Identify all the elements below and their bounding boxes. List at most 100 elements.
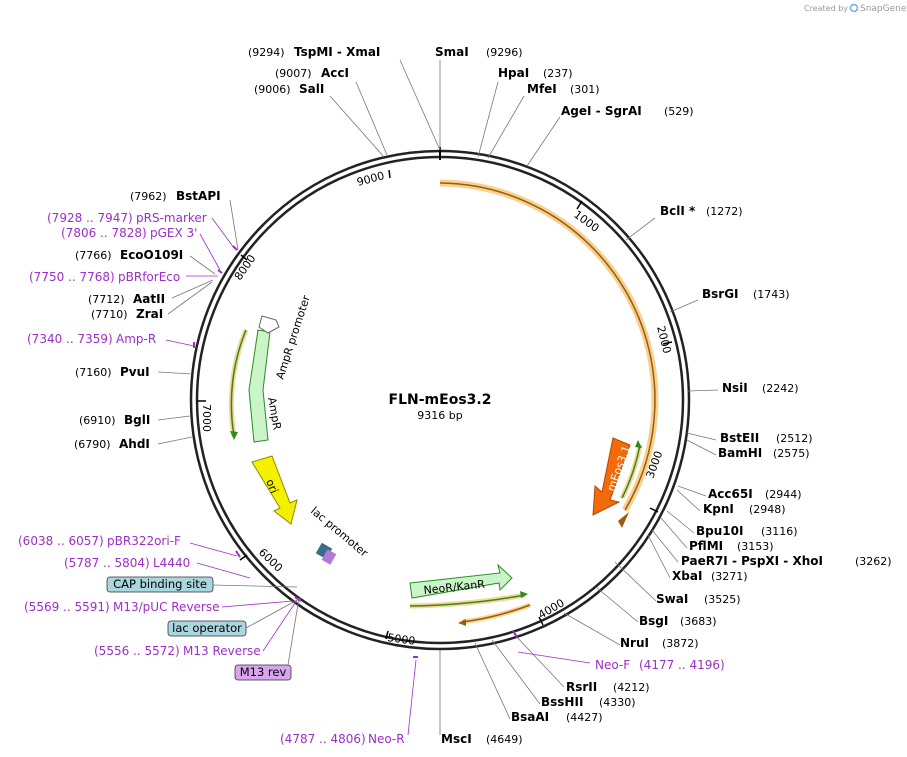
lac-operator-label: lac operator bbox=[172, 621, 242, 635]
enzyme-label[interactable]: XbaI bbox=[672, 569, 702, 583]
primer-marks bbox=[193, 245, 518, 658]
tick-label-9000: 9000 bbox=[355, 169, 385, 189]
neor-label: NeoR/KanR bbox=[423, 578, 486, 597]
enzyme-pos: (3525) bbox=[704, 593, 741, 606]
primer-label[interactable]: pBR322ori-F bbox=[107, 534, 181, 548]
enzyme-label[interactable]: BamHI bbox=[718, 446, 762, 460]
ampr-feature[interactable]: AmpR bbox=[248, 329, 284, 443]
enzyme-label[interactable]: AccI bbox=[321, 66, 349, 80]
tick-label-2000: 2000 bbox=[654, 325, 673, 355]
cds-band-line bbox=[439, 182, 656, 511]
primer-range: (6038 .. 6057) bbox=[18, 534, 104, 548]
primer-range: (5787 .. 5804) bbox=[64, 556, 150, 570]
tick-label-7000: 7000 bbox=[200, 404, 213, 432]
enzyme-label[interactable]: SalI bbox=[299, 82, 324, 96]
enzyme-pos: (1272) bbox=[706, 205, 743, 218]
enzyme-pos: (7712) bbox=[88, 293, 125, 306]
primer-range: (7806 .. 7828) bbox=[61, 226, 147, 240]
enzyme-pos: (3271) bbox=[711, 570, 748, 583]
ampr-arrowhead bbox=[230, 431, 238, 440]
enzyme-label[interactable]: BsaAI bbox=[511, 710, 549, 724]
enzyme-label[interactable]: Bpu10I bbox=[696, 524, 743, 538]
enzyme-pos: (4427) bbox=[566, 711, 603, 724]
primer-label[interactable]: Neo-R bbox=[368, 732, 405, 746]
primer-leader-lines bbox=[165, 217, 591, 736]
enzyme-label[interactable]: MfeI bbox=[527, 82, 557, 96]
primer-label[interactable]: Neo-F bbox=[595, 658, 630, 672]
enzyme-label[interactable]: TspMI - XmaI bbox=[294, 45, 380, 59]
enzyme-label[interactable]: EcoO109I bbox=[120, 248, 183, 262]
enzyme-pos: (3262) bbox=[855, 555, 892, 568]
enzyme-pos: (2575) bbox=[773, 447, 810, 460]
enzyme-label[interactable]: ZraI bbox=[136, 307, 163, 321]
enzyme-label[interactable]: MscI bbox=[441, 732, 472, 746]
primer-label[interactable]: pGEX 3' bbox=[150, 226, 197, 240]
enzyme-label[interactable]: BglI bbox=[124, 413, 150, 427]
enzyme-pos: (2242) bbox=[762, 382, 799, 395]
enzyme-label[interactable]: BsgI bbox=[639, 614, 668, 628]
primer-range: (7928 .. 7947) bbox=[47, 211, 133, 225]
enzyme-pos: (6790) bbox=[74, 438, 111, 451]
m13-rev-label: M13 rev bbox=[240, 665, 287, 679]
enzyme-label[interactable]: NsiI bbox=[722, 381, 748, 395]
cap-binding-site-box[interactable]: CAP binding site bbox=[106, 576, 214, 593]
enzyme-label[interactable]: NruI bbox=[620, 636, 649, 650]
enzyme-pos: (7766) bbox=[75, 249, 112, 262]
ampr-promoter-label: AmpR promoter bbox=[273, 293, 313, 381]
mEos-primer-arrowhead bbox=[635, 440, 642, 448]
primer-label[interactable]: pRS-marker bbox=[136, 211, 207, 225]
enzyme-label[interactable]: BsrGI bbox=[702, 287, 739, 301]
enzyme-pos: (3153) bbox=[737, 540, 774, 553]
neo-band-2 bbox=[461, 602, 531, 625]
enzyme-pos: (529) bbox=[664, 105, 694, 118]
enzyme-pos: (2948) bbox=[749, 503, 786, 516]
enzyme-label[interactable]: AhdI bbox=[119, 437, 150, 451]
cap-leader-line bbox=[212, 584, 298, 588]
ori-feature[interactable]: ori bbox=[251, 455, 298, 525]
tick-label-6000: 6000 bbox=[256, 546, 285, 575]
enzyme-label[interactable]: Acc65I bbox=[708, 487, 753, 501]
primer-label[interactable]: M13/pUC Reverse bbox=[113, 600, 220, 614]
enzyme-pos: (9294) bbox=[248, 46, 285, 59]
enzyme-label[interactable]: PflMI bbox=[689, 539, 723, 553]
primer-label[interactable]: pBRforEco bbox=[118, 270, 180, 284]
enzyme-pos: (7710) bbox=[91, 308, 128, 321]
primer-label[interactable]: M13 Reverse bbox=[183, 644, 261, 658]
enzyme-label[interactable]: SmaI bbox=[435, 45, 469, 59]
snapgene-logo-icon bbox=[849, 3, 859, 13]
ampr-label: AmpR bbox=[265, 396, 284, 431]
primer-range: (5569 .. 5591) bbox=[24, 600, 110, 614]
enzyme-label[interactable]: BclI * bbox=[660, 204, 696, 218]
enzyme-pos: (2512) bbox=[776, 432, 813, 445]
enzyme-label[interactable]: RsrII bbox=[566, 680, 597, 694]
enzyme-pos: (4212) bbox=[613, 681, 650, 694]
primer-label[interactable]: L4440 bbox=[153, 556, 190, 570]
lac-promoter-feature[interactable]: lac promoter bbox=[308, 504, 371, 565]
enzyme-label[interactable]: AatII bbox=[133, 292, 165, 306]
lac-operator-box[interactable]: lac operator bbox=[167, 620, 247, 637]
enzyme-label[interactable]: BstEII bbox=[720, 431, 759, 445]
m13-rev-box[interactable]: M13 rev bbox=[234, 664, 292, 681]
primer-label[interactable]: Amp-R bbox=[116, 332, 156, 346]
neo-line-2 bbox=[461, 604, 531, 623]
enzyme-label[interactable]: BstAPI bbox=[176, 189, 221, 203]
tick-label-5000: 5000 bbox=[387, 631, 417, 648]
enzyme-label[interactable]: HpaI bbox=[498, 66, 529, 80]
enzyme-leader-lines bbox=[157, 59, 719, 735]
mEos-feature[interactable]: mEos3.1 bbox=[592, 437, 633, 516]
primer-range: (7750 .. 7768) bbox=[29, 270, 115, 284]
neor-feature[interactable]: NeoR/KanR bbox=[409, 563, 513, 599]
enzyme-label[interactable]: AgeI - SgrAI bbox=[561, 104, 642, 118]
enzyme-pos: (9006) bbox=[254, 83, 291, 96]
enzyme-label[interactable]: PaeR7I - PspXI - XhoI bbox=[681, 554, 823, 568]
enzyme-label[interactable]: PvuI bbox=[120, 365, 150, 379]
enzyme-pos: (301) bbox=[570, 83, 600, 96]
enzyme-pos: (4649) bbox=[486, 733, 523, 746]
m13-rev-leader-line bbox=[287, 597, 300, 666]
neo-arrowhead-1 bbox=[520, 591, 528, 598]
enzyme-label[interactable]: SwaI bbox=[656, 592, 688, 606]
enzyme-pos: (9007) bbox=[275, 67, 312, 80]
enzyme-pos: (7962) bbox=[130, 190, 167, 203]
enzyme-label[interactable]: BssHII bbox=[541, 695, 583, 709]
enzyme-label[interactable]: KpnI bbox=[703, 502, 734, 516]
